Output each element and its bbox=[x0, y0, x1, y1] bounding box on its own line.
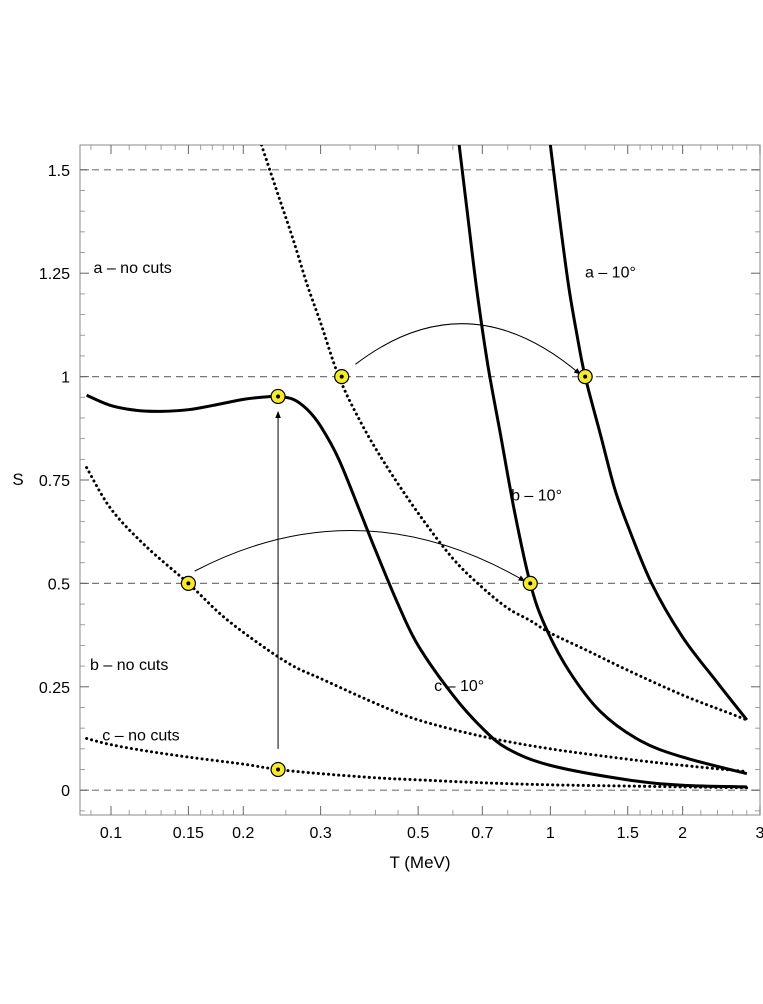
series-a-no-cuts bbox=[259, 145, 749, 722]
marker-point bbox=[270, 761, 286, 778]
marker-point bbox=[577, 369, 593, 385]
marker-point bbox=[334, 369, 350, 385]
series-b-10 bbox=[457, 145, 748, 776]
x-tick-label: 1 bbox=[546, 825, 555, 842]
arrow-1 bbox=[355, 323, 581, 375]
x-tick-label: 1.5 bbox=[617, 825, 639, 842]
markers bbox=[180, 369, 593, 778]
x-tick-label: 3 bbox=[756, 825, 763, 842]
y-tick-label: 0.75 bbox=[39, 473, 70, 490]
x-tick-label: 0.5 bbox=[407, 825, 429, 842]
y-tick-label: 1.25 bbox=[39, 266, 70, 283]
arrows bbox=[194, 323, 581, 749]
marker-dot bbox=[276, 394, 281, 399]
curve-labels: a – no cuts b – no cuts c – no cuts a – 10°… bbox=[90, 260, 636, 744]
x-tick-label: 0.15 bbox=[173, 825, 204, 842]
series-a-10 bbox=[548, 145, 749, 721]
label-b-10: b – 10° bbox=[511, 488, 562, 505]
x-axis-label: T (MeV) bbox=[389, 853, 450, 872]
x-tick-label: 0.3 bbox=[310, 825, 332, 842]
x-tick-label: 0.2 bbox=[232, 825, 254, 842]
label-c-no-cuts: c – no cuts bbox=[102, 728, 179, 745]
marker-dot bbox=[339, 374, 344, 379]
y-tick-label: 1 bbox=[61, 370, 70, 387]
label-a-10: a – 10° bbox=[585, 264, 636, 281]
x-tick-label: 2 bbox=[678, 825, 687, 842]
marker-dot bbox=[528, 581, 533, 586]
x-tick-label: 0.7 bbox=[471, 825, 493, 842]
y-tick-label: 0.25 bbox=[39, 680, 70, 697]
marker-dot bbox=[186, 581, 191, 586]
y-tick-label: 0 bbox=[61, 783, 70, 800]
label-b-no-cuts: b – no cuts bbox=[90, 657, 168, 674]
series bbox=[85, 145, 749, 790]
marker-point bbox=[522, 575, 538, 591]
series-c-10 bbox=[86, 393, 747, 789]
marker-dot bbox=[276, 767, 281, 772]
x-tick-label: 0.1 bbox=[100, 825, 122, 842]
arrow-2 bbox=[194, 530, 526, 582]
y-tick-label: 0.5 bbox=[48, 576, 70, 593]
axis-ticks: 0.1 0.15 0.2 0.3 0.5 0.7 1 1.5 2 3 0 0.25 0.5 0.75 1 1.… bbox=[39, 145, 763, 842]
series-b-no-cuts bbox=[85, 466, 749, 774]
y-tick-label: 1.5 bbox=[48, 163, 70, 180]
reference-lines bbox=[80, 169, 760, 791]
plot-frame bbox=[79, 144, 761, 816]
marker-point bbox=[180, 575, 196, 591]
marker-dot bbox=[583, 374, 588, 379]
label-c-10: c – 10° bbox=[434, 678, 484, 695]
y-axis-label: S bbox=[12, 470, 23, 489]
series-c-no-cuts bbox=[85, 736, 749, 790]
marker-point bbox=[270, 388, 286, 405]
label-a-no-cuts: a – no cuts bbox=[93, 260, 171, 277]
